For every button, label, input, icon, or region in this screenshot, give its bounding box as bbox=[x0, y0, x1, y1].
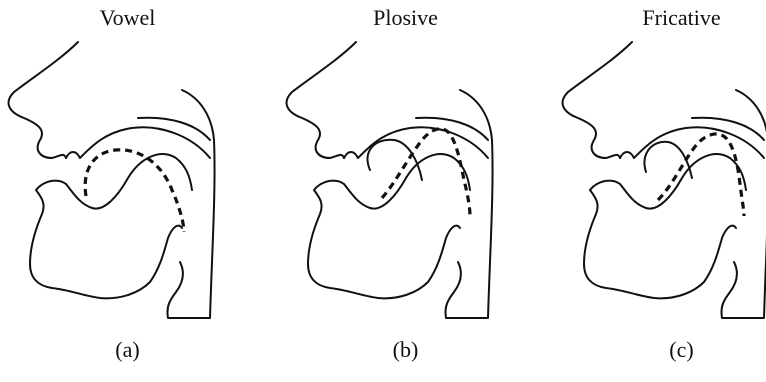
tongue-position-dashed bbox=[658, 134, 744, 216]
tongue-position-dashed bbox=[85, 150, 184, 232]
vocal-tract-diagram-vowel bbox=[0, 0, 255, 382]
vocal-tract-diagram-fricative bbox=[554, 0, 766, 382]
panel-label-plosive: (b) bbox=[278, 336, 533, 364]
tongue-position-dashed bbox=[382, 129, 470, 216]
panel-plosive: Plosive (b) bbox=[278, 0, 533, 382]
head-outline bbox=[287, 42, 493, 318]
vocal-tract-diagram-plosive bbox=[278, 0, 533, 382]
head-outline bbox=[9, 42, 215, 318]
panel-label-vowel: (a) bbox=[0, 336, 255, 364]
panel-vowel: Vowel (a) bbox=[0, 0, 255, 382]
panel-label-fricative: (c) bbox=[554, 336, 766, 364]
head-outline bbox=[563, 42, 766, 318]
panel-fricative: Fricative (c) bbox=[554, 0, 766, 382]
